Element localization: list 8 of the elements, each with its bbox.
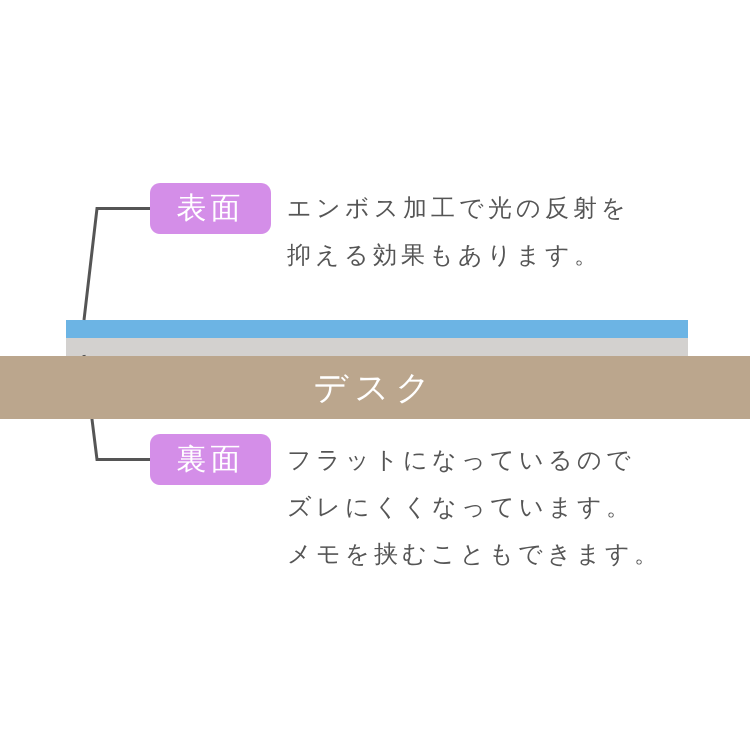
description-text: エンボス加工で光の反射を抑える効果もあります。 xyxy=(287,193,630,271)
desk-band: デスク xyxy=(0,356,750,419)
label-badge: 表面 xyxy=(150,183,271,234)
label-badge: 裏面 xyxy=(150,434,271,485)
base-layer xyxy=(66,338,688,356)
description-text: フラットになっているのでズレにくくなっています。メモを挟むこともできます。 xyxy=(287,445,662,570)
leader-line xyxy=(82,207,150,320)
surface-layer xyxy=(66,320,688,338)
